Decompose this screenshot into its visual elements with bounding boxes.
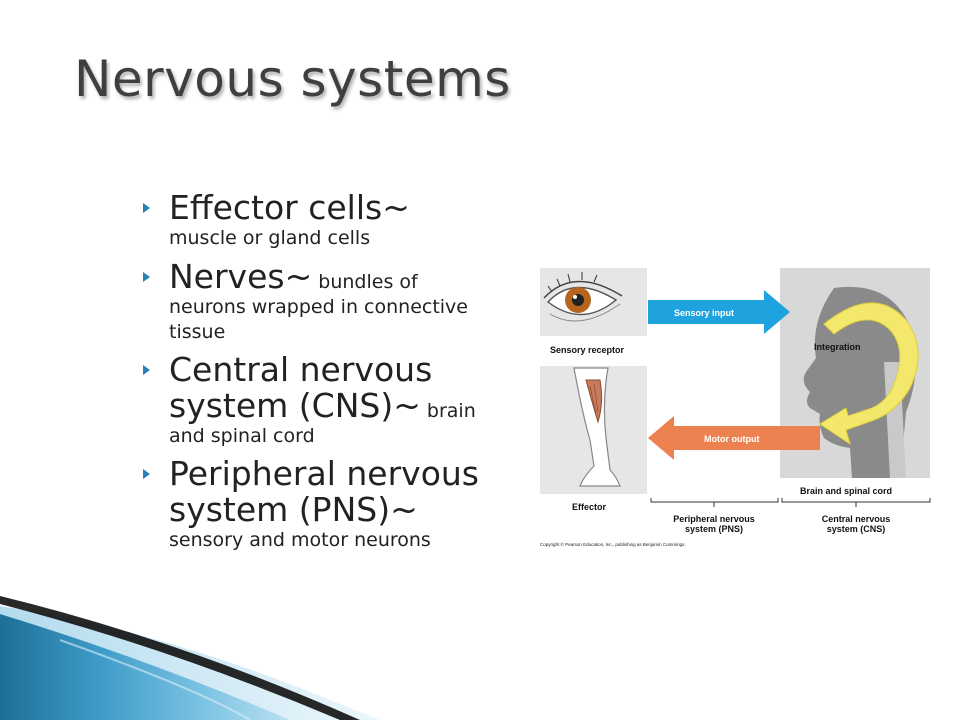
bullet-inline: bundles of bbox=[312, 270, 418, 293]
sensory-receptor-label: Sensory receptor bbox=[550, 345, 625, 355]
bullet-arrow-icon bbox=[143, 271, 150, 282]
bullet-cns: Central nervous system (CNS)~ brain and … bbox=[142, 352, 512, 449]
motor-output-label: Motor output bbox=[704, 434, 759, 444]
bullet-pns: Peripheral nervous system (PNS)~ sensory… bbox=[142, 456, 512, 553]
motor-output-arrow bbox=[648, 416, 820, 460]
copyright-text: Copyright © Pearson Education, Inc., pub… bbox=[540, 541, 686, 547]
bullet-list: Effector cells~ muscle or gland cells Ne… bbox=[142, 190, 512, 561]
bullet-arrow-icon bbox=[143, 203, 150, 213]
bullet-head: Central nervous system (CNS)~ bbox=[169, 350, 433, 425]
pns-label-line1: Peripheral nervous bbox=[673, 514, 755, 524]
bullet-inline: brain bbox=[420, 399, 476, 422]
bullet-head: Nerves~ bbox=[169, 256, 313, 296]
eye-icon bbox=[543, 272, 623, 322]
effector-label: Effector bbox=[572, 502, 607, 512]
sensory-input-label: Sensory input bbox=[674, 308, 734, 318]
pns-label-line2: system (PNS) bbox=[685, 524, 743, 534]
bullet-detail: muscle or gland cells bbox=[169, 227, 371, 250]
cns-bracket bbox=[781, 498, 931, 507]
bullet-detail: and spinal cord bbox=[169, 425, 315, 448]
slide-title: Nervous systems bbox=[74, 50, 511, 108]
brain-spinal-label: Brain and spinal cord bbox=[800, 486, 892, 496]
bullet-arrow-icon bbox=[143, 365, 150, 376]
cns-label-line2: system (CNS) bbox=[827, 524, 886, 534]
leg-icon bbox=[573, 367, 621, 487]
bullet-detail: neurons wrapped in connective tissue bbox=[169, 295, 468, 344]
pns-bracket bbox=[650, 498, 779, 507]
sensory-input-arrow bbox=[648, 290, 790, 334]
bullet-nerves: Nerves~ bundles of neurons wrapped in co… bbox=[142, 256, 512, 346]
bullet-effector-cells: Effector cells~ muscle or gland cells bbox=[142, 190, 512, 252]
integration-loop-icon bbox=[819, 302, 919, 446]
nervous-system-diagram: Sensory receptor Effector Integration Br… bbox=[540, 268, 931, 547]
bullet-arrow-icon bbox=[143, 469, 150, 480]
bullet-detail: sensory and motor neurons bbox=[169, 529, 431, 552]
cns-label-line1: Central nervous bbox=[822, 514, 891, 524]
bullet-head: Effector cells~ bbox=[169, 188, 410, 227]
bullet-head: Peripheral nervous system (PNS)~ bbox=[169, 454, 479, 530]
integration-label: Integration bbox=[814, 342, 861, 352]
